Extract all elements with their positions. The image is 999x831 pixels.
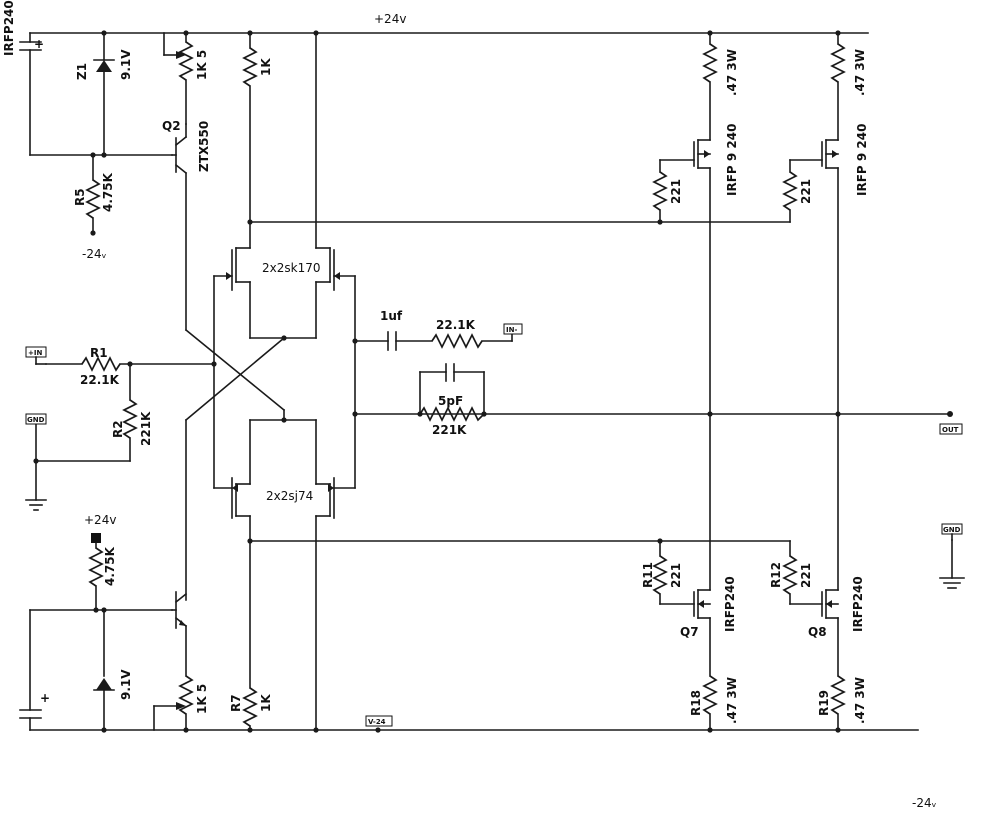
port-gnd-right[interactable]: GND (941, 523, 963, 541)
label-r18-val: .47 3W (725, 677, 739, 724)
label-r18-ref: R18 (689, 690, 703, 716)
label-negative-supply: -24ᵥ (82, 247, 107, 261)
port-gnd-left[interactable]: GND (25, 413, 47, 425)
port-feedback[interactable]: IN- (503, 323, 523, 335)
svg-text:IN-: IN- (506, 326, 517, 334)
label-r2-val: 221K (139, 411, 153, 446)
label-jfet-bottom: 2x2sj74 (266, 489, 313, 503)
trimmer-top (163, 32, 194, 125)
output-stage-top-2 (782, 32, 846, 417)
svg-text:OUT: OUT (942, 426, 959, 434)
label-positive-rail: +24v (374, 12, 406, 26)
label-r7-val: 1K (259, 694, 273, 712)
label-z2-val: 9.1V (119, 669, 133, 700)
output-stage-bottom-q7 (652, 413, 718, 733)
label-q2-part: ZTX550 (197, 121, 211, 172)
label-q7-ref: Q7 (680, 625, 699, 639)
label-negative-bottom: -24ᵥ (912, 796, 937, 810)
label-top-cap-pol: + (34, 37, 44, 51)
port-input[interactable]: +IN (25, 346, 47, 365)
transistor-q2 (171, 123, 188, 331)
label-r7-ref: R7 (229, 694, 243, 712)
label-c-comp-val: 5pF (438, 394, 463, 408)
svg-text:+IN: +IN (28, 349, 42, 357)
label-r12-ref: R12 (769, 562, 783, 588)
label-r1-ref: R1 (90, 346, 108, 360)
jfet-pair-top (213, 247, 356, 341)
label-r-fb-val: 22.1K (436, 318, 476, 332)
label-r11-ref: R11 (641, 562, 655, 588)
label-r-bias-bottom-val: 4.75K (103, 546, 117, 586)
label-r-comp-val: 221K (432, 423, 467, 437)
label-r11-val: 221 (669, 563, 683, 588)
label-pot-bottom-val: 1K 5 (195, 684, 209, 714)
label-src-r-top1: .47 3W (725, 49, 739, 96)
label-positive-supply: +24v (84, 513, 116, 527)
label-q7-part: IRFP240 (723, 576, 737, 632)
supply-terminal-positive (91, 533, 101, 543)
label-src-r-top2: .47 3W (853, 49, 867, 96)
label-z1-val: 9.1V (119, 49, 133, 80)
output-stage-bottom-q8 (782, 413, 846, 733)
label-r1-val: 22.1K (80, 373, 120, 387)
output-bus (354, 411, 953, 417)
label-gate-r-top2: 221 (799, 179, 813, 204)
label-r-top-1k: 1K (259, 58, 273, 76)
label-bottom-cap-pol: + (40, 691, 50, 705)
label-mos-top1: IRFP 9 240 (725, 124, 739, 196)
label-z1-ref: Z1 (75, 63, 89, 80)
top-bypass-capacitor (19, 32, 42, 156)
resistor-r5 (85, 154, 101, 236)
feedback-network (354, 331, 513, 351)
output-stage-top-1 (652, 32, 718, 417)
label-r19-ref: R19 (817, 690, 831, 716)
bias-bottom (19, 419, 194, 733)
label-top-cap-note: IRFP240 (2, 0, 16, 56)
jfet-pair-bottom (213, 419, 356, 731)
label-r5-val: 4.75K (101, 172, 115, 212)
label-r12-val: 221 (799, 563, 813, 588)
label-pot-top-val: 1K 5 (195, 50, 209, 80)
port-output[interactable]: OUT (939, 423, 963, 435)
label-c-fb-val: 1uf (380, 309, 403, 323)
label-r2-ref: R2 (111, 420, 125, 438)
resistor-r7 (242, 687, 319, 733)
zener-z1 (93, 32, 115, 156)
label-r5-ref: R5 (73, 188, 87, 206)
label-jfet-top: 2x2sk170 (262, 261, 320, 275)
label-mos-top2: IRFP 9 240 (855, 124, 869, 196)
input-network (25, 356, 215, 511)
port-negative-bus[interactable]: V-24 (365, 715, 393, 727)
compensation-network (417, 363, 487, 422)
cross-coupling (184, 328, 287, 423)
svg-text:GND: GND (27, 416, 45, 424)
label-q8-ref: Q8 (808, 625, 827, 639)
label-gate-r-top1: 221 (669, 179, 683, 204)
label-r19-val: .47 3W (853, 677, 867, 724)
svg-text:GND: GND (943, 526, 961, 534)
ground-right (939, 539, 965, 589)
label-q8-part: IRFP240 (851, 576, 865, 632)
resistor-1k-top (242, 32, 258, 249)
svg-text:V-24: V-24 (368, 718, 386, 726)
label-q2-ref: Q2 (162, 119, 181, 133)
